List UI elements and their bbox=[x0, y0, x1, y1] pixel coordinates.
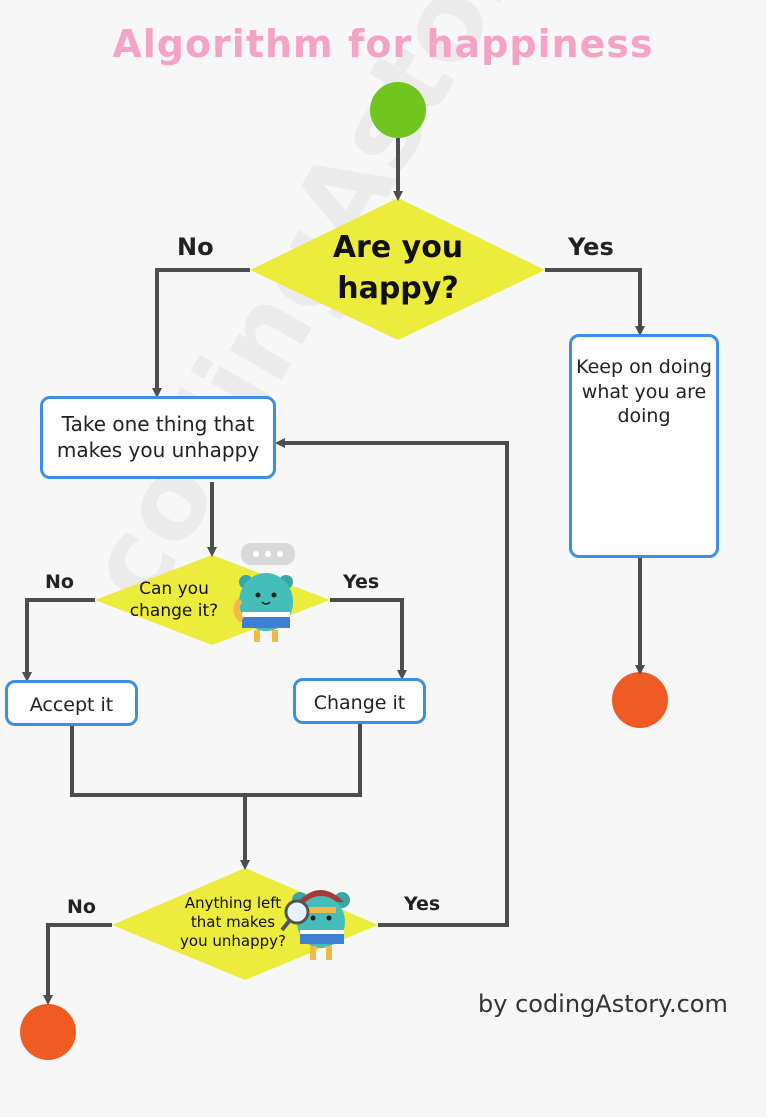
start-node bbox=[370, 82, 426, 138]
edge-merge bbox=[70, 722, 362, 797]
edge-change-no bbox=[22, 598, 95, 682]
decision-left-label: Anything left that makes you unhappy? bbox=[180, 894, 286, 950]
detective-mascot-icon bbox=[280, 890, 350, 960]
edge-label-left-no: No bbox=[67, 896, 96, 918]
edge-label-change-yes: Yes bbox=[343, 571, 380, 593]
edge-left-yes bbox=[275, 438, 509, 927]
page-title: Algorithm for happiness bbox=[112, 22, 654, 66]
edge-left-no bbox=[43, 923, 112, 1005]
decision-happy-label: Are you happy? bbox=[332, 230, 464, 306]
edge-label-happy-no: No bbox=[177, 233, 214, 261]
box-accept-it: Accept it bbox=[5, 680, 138, 726]
edge-label-happy-yes: Yes bbox=[568, 233, 614, 261]
edge-label-left-yes: Yes bbox=[404, 893, 441, 915]
box-accept-it-label: Accept it bbox=[29, 694, 114, 716]
edge-change-yes bbox=[330, 598, 407, 680]
edge-label-change-no: No bbox=[45, 571, 74, 593]
end-node-done bbox=[20, 1004, 76, 1060]
decision-change bbox=[95, 555, 330, 645]
edge-happy-yes bbox=[545, 268, 645, 336]
box-keep-on-doing: Keep on doing what you are doing bbox=[569, 334, 719, 558]
end-node-happy bbox=[612, 672, 668, 728]
decision-change-label: Can you change it? bbox=[129, 579, 219, 622]
credit-text: by codingAstory.com bbox=[478, 990, 728, 1018]
box-take-one-thing-label: Take one thing that makes you unhappy bbox=[56, 412, 260, 462]
thinking-mascot-icon bbox=[233, 543, 295, 642]
decision-happy bbox=[250, 198, 545, 340]
box-change-it: Change it bbox=[293, 678, 426, 724]
box-change-it-label: Change it bbox=[313, 692, 406, 714]
edge-happy-no bbox=[152, 268, 250, 398]
box-take-one-thing: Take one thing that makes you unhappy bbox=[40, 396, 276, 479]
box-keep-on-doing-label: Keep on doing what you are doing bbox=[576, 356, 712, 428]
connectors bbox=[22, 138, 645, 1005]
